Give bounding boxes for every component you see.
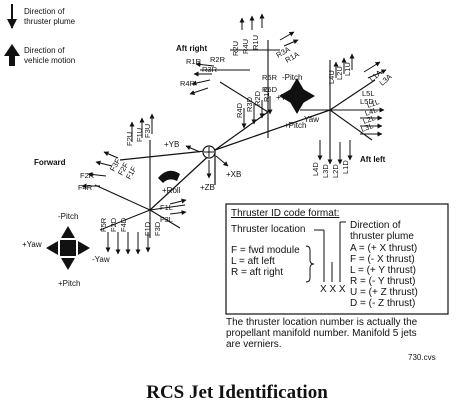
direction-l: L = (+ Y thrust) [350,265,416,276]
jet-l5d: L5D [360,97,374,106]
aft-motion-compass-icon [279,78,315,114]
id-xxx: X X X [320,284,346,295]
jet-l3d: L3D [321,164,330,178]
note-line1: The thruster location number is actually… [226,317,418,328]
jet-f2u: F2U [125,132,134,146]
label-minus-pitch-fwd: -Pitch [58,212,78,221]
jet-l4l: L4L [364,105,379,118]
jet-l2d: L2D [331,164,340,178]
figure-code: 730.cvs [408,353,436,362]
aft-left-pod: Aft left L4U L2U L1U L1A L3A L [300,53,394,178]
note-line2: propellant manifold number. Manifold 5 j… [226,328,417,339]
jet-r4u: R4U [241,39,250,54]
location-l: L = aft left [231,256,275,267]
jet-r5d: R5D [262,85,278,94]
jet-l4d: L4D [311,162,320,176]
axis-plus-xb: +XB [226,170,241,179]
id-box-title: Thruster ID code format: [231,208,339,219]
legend-plume-line1: Direction of [24,7,65,16]
jet-r5r: R5R [262,73,278,82]
jet-l1l: L1L [366,97,381,110]
direction-d: D = (- Z thrust) [350,298,415,309]
forward-motion-arrows-icon [46,226,90,270]
jet-l5l: L5L [362,89,375,98]
figure-caption: RCS Jet Identification [146,382,328,403]
vehicle-axes [119,109,331,211]
axis-plus-zb: +ZB [200,183,215,192]
jet-r3d: R3D [245,96,254,112]
section-aft-right: Aft right [176,44,207,53]
aft-right-pod: Aft right R2U R4U R1U R3A R1A R2R R3R R1… [176,13,306,138]
label-yaw-aft-left: Yaw [304,115,319,124]
jet-f5r: F5R [99,217,108,232]
label-plus-yaw-fwd: +Yaw [22,240,42,249]
jet-f3d: F3D [153,221,162,236]
id-box-direction-heading2: thruster plume [350,231,414,242]
jet-r1d: R1D [262,86,271,102]
jet-l2u: L2U [335,66,344,80]
roll-icon [158,170,180,183]
jet-r4r: R4R [180,79,196,88]
jet-r2d: R2D [253,90,262,106]
axis-plus-yb: +YB [164,140,179,149]
section-forward: Forward [34,158,66,167]
jet-f1d: F1D [143,221,152,236]
axis-roll: +Roll [162,186,181,195]
notes: The thruster location number is actually… [226,317,436,362]
section-aft-left: Aft left [360,155,386,164]
direction-a: A = (+ X thrust) [350,243,417,254]
jet-f3u: F3U [143,124,152,138]
legend: Direction of thruster plume Direction of… [4,4,76,66]
jet-f3l: F3L [160,215,173,224]
forward-motion-compass: -Pitch +Yaw -Yaw +Pitch [22,212,110,288]
jet-f1u: F1U [135,128,144,142]
direction-f: F = (- X thrust) [350,254,415,265]
jet-r1r: R1R [186,57,202,66]
jet-f2d: F2D [109,217,118,232]
jet-r2u: R2U [231,41,240,56]
id-box-direction-heading1: Direction of [350,220,401,231]
id-box-location-heading: Thruster location [231,224,305,235]
motion-arrow-icon [4,44,20,66]
location-r: R = aft right [231,267,283,278]
label-plus-pitch-fwd: +Pitch [58,279,80,288]
direction-u: U = (+ Z thrust) [350,287,418,298]
label-minus-yaw-fwd: -Yaw [92,255,110,264]
legend-plume-line2: thruster plume [24,17,76,26]
jet-l2l: L2L [362,113,377,126]
direction-r: R = (- Y thrust) [350,276,415,287]
jet-r3r: R3R [202,65,218,74]
brace-icon [305,245,315,283]
location-f: F = fwd module [231,245,300,256]
jet-l1d: L1D [341,160,350,174]
legend-motion-line2: vehicle motion [24,56,75,65]
jet-f4d: F4D [119,217,128,232]
jet-l3l: L3L [360,121,375,134]
forward-module: Forward F2U F1U F3U F3F [34,113,187,255]
jet-r4d: R4D [235,102,244,118]
jet-l1u: L1U [343,62,352,76]
jet-r2r: R2R [210,55,226,64]
jet-f2r: F2R [80,171,95,180]
legend-motion-line1: Direction of [24,46,65,55]
jet-l4u: L4U [327,70,336,84]
jet-r1u: R1U [251,35,260,50]
note-line3: are verniers. [226,339,282,350]
label-pitch-aft-right: -Pitch [282,73,302,82]
body-axis-origin: +YB +ZB +XB +Roll [158,140,241,195]
label-plus-pitch-aft: +Pitch [284,121,306,130]
thruster-id-box: Thruster ID code format: Thruster locati… [225,203,449,315]
jet-f1l: F1L [160,203,173,212]
jet-f4r: F4R [78,183,93,192]
